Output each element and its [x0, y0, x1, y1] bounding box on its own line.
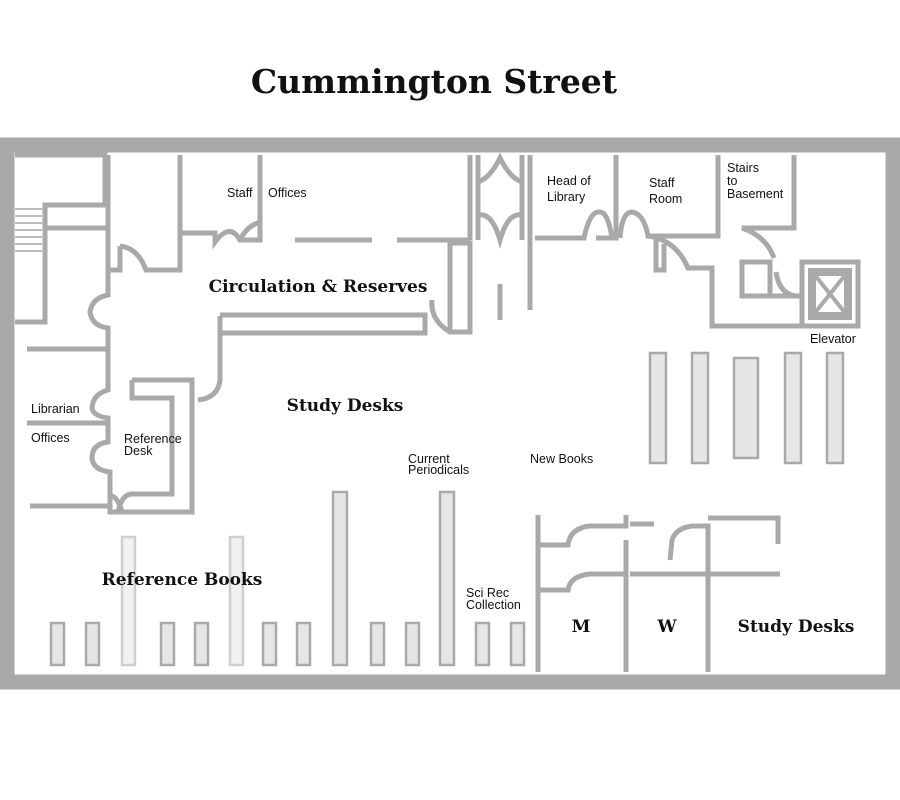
- label-current-periodicals-line2: Periodicals: [408, 463, 469, 477]
- shelf: [369, 621, 386, 667]
- shelf: [690, 351, 710, 465]
- label-elevator: Elevator: [810, 332, 856, 346]
- shelf: [331, 490, 349, 667]
- label-study-desks-main: Study Desks: [287, 396, 404, 416]
- plan-title: Cummington Street: [251, 62, 618, 101]
- shelf: [732, 356, 760, 460]
- shelf: [474, 621, 491, 667]
- reference-books-shelves: [49, 490, 526, 667]
- label-staff-room-line2: Room: [649, 192, 682, 206]
- shelf: [509, 621, 526, 667]
- shelf: [783, 351, 803, 465]
- shelf: [438, 490, 456, 667]
- new-books-shelves: [648, 351, 845, 465]
- label-reference-books: Reference Books: [102, 570, 263, 590]
- shelf: [193, 621, 210, 667]
- label-circulation: Circulation & Reserves: [209, 277, 428, 297]
- label-reference-desk-line2: Desk: [124, 444, 153, 458]
- label-offices: Offices: [268, 186, 307, 200]
- label-head-of-library-line1: Head of: [547, 174, 591, 188]
- label-current-periodicals-line1: Current: [408, 452, 450, 466]
- label-stairs-line3: Basement: [727, 187, 784, 201]
- shelf: [648, 351, 668, 465]
- shelf: [404, 621, 421, 667]
- shelf: [159, 621, 176, 667]
- label-sci-rec-line2: Collection: [466, 598, 521, 612]
- shelf: [84, 621, 101, 667]
- label-sci-rec-line1: Sci Rec: [466, 586, 509, 600]
- shelf: [295, 621, 312, 667]
- elevator-icon: [812, 272, 848, 316]
- label-staff-room-line1: Staff: [649, 176, 675, 190]
- label-stairs-line1: Stairs: [727, 161, 759, 175]
- interior-walls: [15, 152, 861, 672]
- shelf: [825, 351, 845, 465]
- label-womens-room: W: [656, 617, 677, 637]
- shelf: [120, 535, 137, 667]
- label-staff: Staff: [227, 186, 253, 200]
- label-study-desks-corner: Study Desks: [738, 617, 855, 637]
- left-stairs-icon: [15, 208, 44, 252]
- shelf: [261, 621, 278, 667]
- label-librarian-offices: Offices: [31, 431, 70, 445]
- label-librarian: Librarian: [31, 402, 80, 416]
- room-labels: Staff Offices Head of Library Staff Room…: [31, 161, 856, 637]
- shelf: [228, 535, 245, 667]
- shelf: [49, 621, 66, 667]
- label-mens-room: M: [572, 617, 591, 637]
- building-outline: [0, 137, 900, 690]
- label-head-of-library-line2: Library: [547, 190, 586, 204]
- label-stairs-line2: to: [727, 174, 737, 188]
- label-new-books: New Books: [530, 452, 593, 466]
- label-reference-desk-line1: Reference: [124, 432, 182, 446]
